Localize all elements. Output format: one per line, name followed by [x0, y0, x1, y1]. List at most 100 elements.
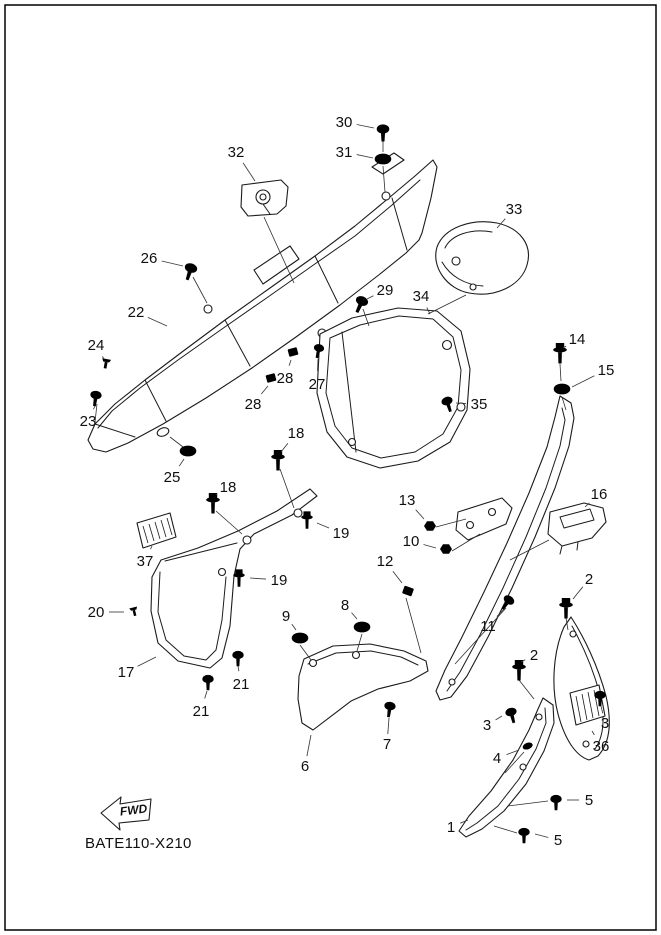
fastener-7 — [382, 701, 397, 718]
callout-leader-10 — [423, 544, 437, 549]
callout-leader-37 — [150, 545, 153, 550]
callout-label-2: 2 — [530, 647, 538, 664]
callout-leader-23 — [93, 405, 96, 410]
fwd-arrow — [100, 796, 152, 831]
callout-label-23: 23 — [80, 413, 97, 430]
callout-label-19: 19 — [271, 572, 288, 589]
fastener-10 — [440, 544, 452, 554]
callout-leader-19 — [316, 522, 330, 529]
fastener-29 — [351, 294, 370, 315]
part-22-shape — [87, 152, 438, 453]
part-32-shape — [240, 179, 289, 217]
callout-label-25: 25 — [164, 469, 181, 486]
callout-leader-15 — [571, 375, 595, 388]
callout-label-34: 34 — [413, 288, 430, 305]
callout-leader-12 — [392, 571, 403, 584]
callout-label-5: 5 — [585, 792, 593, 809]
fastener-2b — [512, 660, 526, 681]
callout-label-27: 27 — [309, 376, 326, 393]
callout-leader-34 — [426, 307, 431, 315]
callout-leader-11 — [496, 609, 504, 617]
callout-label-24: 24 — [88, 337, 105, 354]
callout-label-33: 33 — [506, 201, 523, 218]
callout-leader-2 — [572, 586, 584, 600]
callout-leader-27 — [317, 358, 319, 372]
fastener-31 — [374, 153, 392, 165]
fastener-25 — [179, 445, 197, 457]
fastener-20 — [129, 606, 140, 617]
callout-label-28: 28 — [245, 396, 262, 413]
callout-label-22: 22 — [128, 304, 145, 321]
callout-label-32: 32 — [228, 144, 245, 161]
fastener-21b — [202, 674, 214, 691]
callout-leader-25 — [178, 458, 185, 467]
callout-leader-19 — [249, 577, 267, 580]
callout-label-21: 21 — [193, 703, 210, 720]
callout-label-21: 21 — [233, 676, 250, 693]
callout-label-18: 18 — [288, 425, 305, 442]
callout-label-1: 1 — [447, 819, 455, 836]
callout-leader-26 — [161, 260, 184, 267]
callout-leader-28 — [260, 385, 269, 395]
part-17-shape — [150, 488, 318, 669]
callout-leader-13 — [415, 509, 425, 520]
callout-label-18: 18 — [220, 479, 237, 496]
callout-leader-16 — [584, 502, 590, 508]
fastener-26 — [181, 261, 199, 282]
callout-label-5: 5 — [554, 832, 562, 849]
callout-label-31: 31 — [336, 144, 353, 161]
part-33-shape — [435, 221, 529, 295]
fastener-8 — [353, 621, 371, 633]
fastener-13 — [424, 521, 436, 531]
callout-leader-33 — [496, 218, 506, 229]
callout-label-20: 20 — [88, 604, 105, 621]
callout-leader-28 — [288, 359, 292, 366]
fastener-12 — [401, 585, 415, 597]
callout-label-35: 35 — [471, 396, 488, 413]
fastener-18a — [271, 450, 285, 471]
callout-label-19: 19 — [333, 525, 350, 542]
callout-label-15: 15 — [598, 362, 615, 379]
callout-leader-29 — [366, 295, 374, 300]
callout-leader-17 — [137, 656, 157, 667]
callout-leader-24 — [102, 356, 105, 360]
assembly-lines — [94, 136, 569, 834]
callout-label-36: 36 — [593, 738, 610, 755]
part-34-shape — [316, 307, 471, 469]
callout-leader-21 — [237, 665, 240, 672]
callout-leader-7 — [387, 717, 390, 735]
callout-label-29: 29 — [377, 282, 394, 299]
fastener-28b — [265, 373, 277, 383]
callout-label-16: 16 — [591, 486, 608, 503]
callout-leader-4 — [506, 749, 520, 755]
callout-label-7: 7 — [383, 736, 391, 753]
part-6-shape — [297, 643, 429, 731]
callout-leader-1 — [460, 819, 469, 824]
callout-leader-32 — [242, 162, 256, 182]
callout-leader-5 — [534, 833, 549, 838]
callout-leader-3 — [600, 705, 604, 714]
callout-label-37: 37 — [137, 553, 154, 570]
callout-leader-6 — [306, 734, 312, 757]
fastener-14 — [553, 343, 567, 364]
fastener-5a — [550, 794, 562, 811]
callout-leader-18 — [280, 442, 289, 453]
callout-leader-22 — [147, 317, 168, 327]
callout-label-4: 4 — [493, 750, 501, 767]
callout-label-3: 3 — [601, 715, 609, 732]
callout-label-12: 12 — [377, 553, 394, 570]
fastener-21a — [232, 650, 244, 667]
callout-label-8: 8 — [341, 597, 349, 614]
fastener-24 — [100, 358, 112, 370]
callout-leader-36 — [591, 730, 595, 736]
callout-leader-3 — [495, 715, 503, 721]
part-37-decal — [136, 512, 177, 549]
callout-leader-21 — [204, 690, 208, 699]
callout-label-30: 30 — [336, 114, 353, 131]
fastener-5b — [518, 827, 530, 844]
callout-label-17: 17 — [118, 664, 135, 681]
fastener-19a — [301, 511, 313, 529]
part-1-shape — [458, 697, 555, 838]
